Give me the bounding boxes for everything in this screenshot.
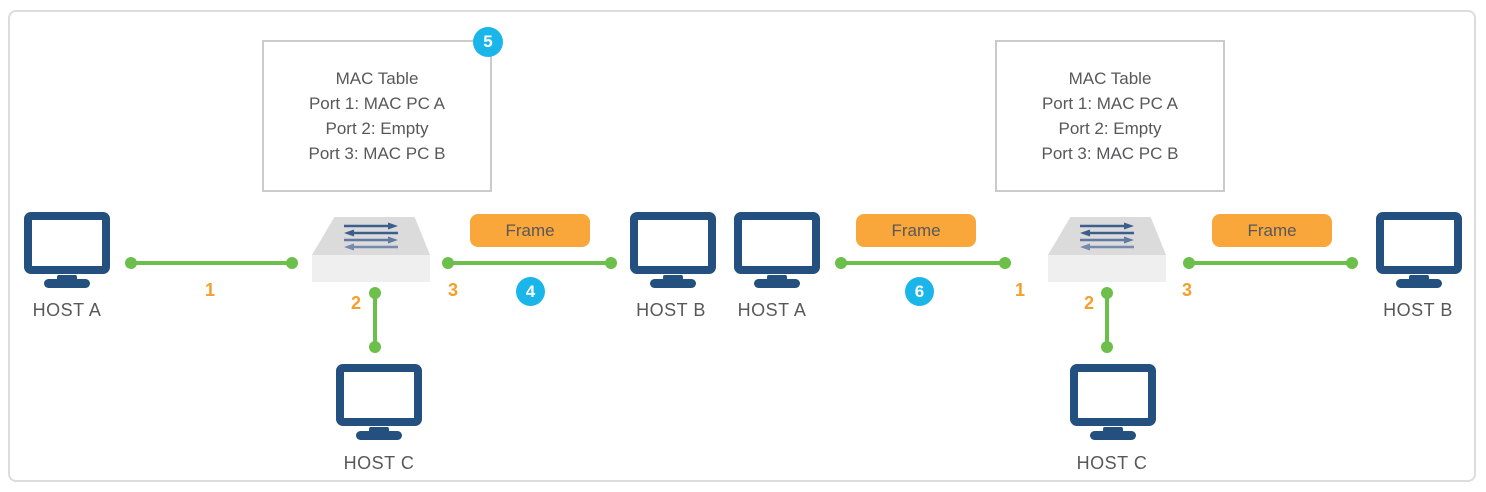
- switch-arrows-icon: [344, 222, 398, 251]
- switch-front-face: [1048, 255, 1166, 282]
- frame-badge: Frame: [470, 214, 590, 247]
- switch-icon: [312, 217, 430, 282]
- step-badge-4: 4: [516, 277, 545, 306]
- host-c-label: HOST C: [343, 453, 415, 473]
- mac-table: MAC Table Port 1: MAC PC A Port 2: Empty…: [995, 40, 1225, 192]
- host-c-monitor-icon: [336, 364, 422, 426]
- switch-top-face: [312, 217, 430, 255]
- host-a-monitor-icon: [24, 212, 110, 274]
- switch-top-face: [1048, 217, 1166, 255]
- frame-badge: Frame: [1212, 214, 1332, 247]
- mac-table-row: Port 3: MAC PC B: [1041, 144, 1179, 163]
- ethernet-link: [369, 287, 381, 353]
- frame-badge: Frame: [856, 214, 976, 247]
- ethernet-link: [125, 257, 298, 269]
- port-number-label: 1: [204, 280, 215, 300]
- port-number-label: 3: [447, 280, 458, 300]
- mac-table-row: Port 1: MAC PC A: [1041, 94, 1179, 113]
- host-a-label: HOST A: [32, 300, 102, 320]
- mac-table-title: MAC Table: [1068, 69, 1152, 88]
- ethernet-link: [1183, 257, 1358, 269]
- host-a-monitor-icon: [734, 212, 820, 274]
- host-c-label: HOST C: [1076, 453, 1148, 473]
- port-number-label: 2: [1083, 293, 1094, 313]
- switch-icon: [1048, 217, 1166, 282]
- port-number-label: 1: [1014, 280, 1025, 300]
- mac-table-row: Port 3: MAC PC B: [308, 144, 446, 163]
- mac-table: MAC Table Port 1: MAC PC A Port 2: Empty…: [262, 40, 492, 192]
- step-badge-5: 5: [473, 27, 503, 57]
- port-number-label: 3: [1181, 280, 1192, 300]
- switch-arrows-icon: [1080, 222, 1134, 251]
- port-number-label: 2: [350, 293, 361, 313]
- ethernet-link: [442, 257, 617, 269]
- host-c-monitor-icon: [1070, 364, 1156, 426]
- host-b-label: HOST B: [1383, 300, 1453, 320]
- step-badge-6: 6: [905, 277, 934, 306]
- mac-table-row: Port 2: Empty: [325, 119, 429, 138]
- host-b-monitor-icon: [630, 212, 716, 274]
- mac-table-row: Port 2: Empty: [1058, 119, 1162, 138]
- host-b-monitor-icon: [1376, 212, 1462, 274]
- mac-table-row: Port 1: MAC PC A: [308, 94, 446, 113]
- host-a-label: HOST A: [737, 300, 807, 320]
- ethernet-link: [835, 257, 1011, 269]
- ethernet-link: [1101, 287, 1113, 353]
- host-b-label: HOST B: [636, 300, 706, 320]
- mac-table-title: MAC Table: [335, 69, 419, 88]
- switch-front-face: [312, 255, 430, 282]
